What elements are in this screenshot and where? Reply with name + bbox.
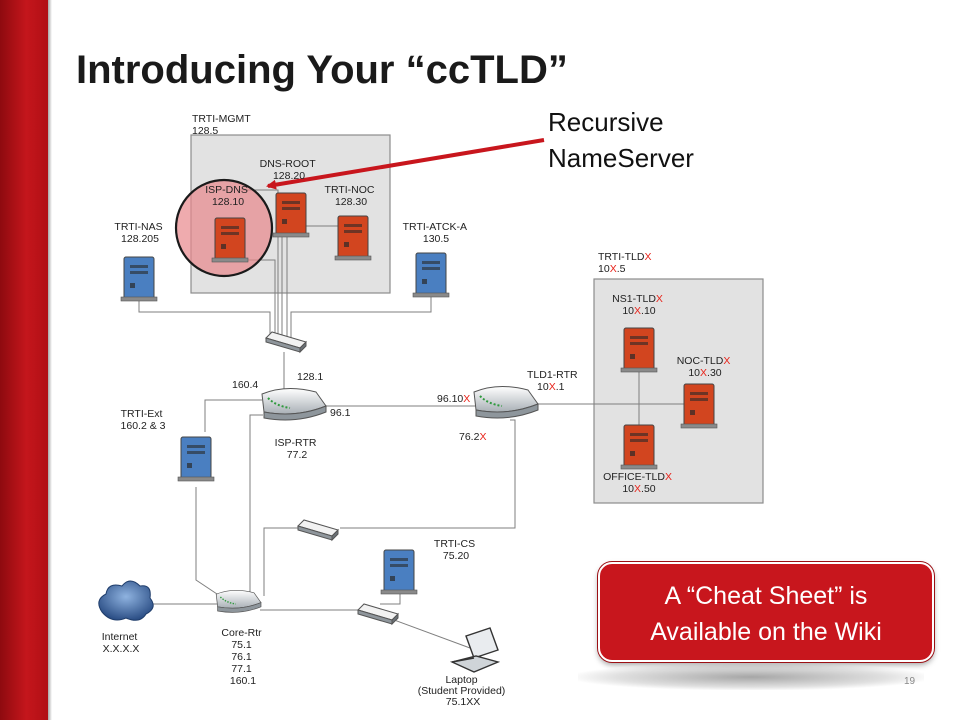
noc-tld-label: NOC-TLDX 10X.30 bbox=[677, 355, 734, 379]
tld1-rtr-label: TLD1-RTR 10X.1 bbox=[527, 369, 580, 393]
slide-title: Introducing Your “ccTLD” bbox=[76, 48, 568, 92]
tld1-rtr-if-76: 76.2X bbox=[459, 431, 486, 443]
trti-atck-server-icon bbox=[412, 252, 450, 298]
trti-nas-server-icon bbox=[120, 256, 158, 302]
tld1-rtr-if-96: 96.10X bbox=[437, 393, 470, 405]
mgmt-zone-label: TRTI-MGMT 128.5 bbox=[192, 113, 253, 137]
mgmt-switch-icon bbox=[265, 331, 307, 353]
laptop-label: Laptop (Student Provided) 75.1XX bbox=[418, 674, 508, 708]
network-links bbox=[138, 189, 692, 649]
lan-switch-icon bbox=[297, 519, 339, 541]
isp-rtr-if-96: 96.1 bbox=[330, 407, 351, 419]
internet-cloud-icon bbox=[98, 580, 154, 621]
cheat-sheet-banner: A “Cheat Sheet” is Available on the Wiki bbox=[598, 562, 934, 662]
core-rtr-router-icon bbox=[215, 589, 262, 614]
laptop-icon bbox=[449, 627, 501, 673]
trti-atck-label: TRTI-ATCK-A 130.5 bbox=[403, 221, 470, 245]
isp-rtr-if-160: 160.4 bbox=[232, 379, 258, 391]
office-tld-server-icon bbox=[620, 424, 658, 470]
isp-rtr-label: ISP-RTR 77.2 bbox=[275, 437, 320, 461]
callout-line-1: Recursive bbox=[548, 107, 664, 137]
trti-noc-label: TRTI-NOC 128.30 bbox=[325, 184, 378, 208]
cheat-sheet-shadow bbox=[578, 664, 924, 690]
callout-line-2: NameServer bbox=[548, 143, 694, 173]
dns-root-label: DNS-ROOT 128.20 bbox=[260, 158, 319, 182]
slide-number: 19 bbox=[904, 676, 916, 687]
tld-zone bbox=[593, 278, 764, 504]
left-bar-shadow bbox=[48, 0, 52, 720]
trti-nas-label: TRTI-NAS 128.205 bbox=[114, 221, 165, 245]
internet-label: Internet X.X.X.X bbox=[102, 631, 141, 655]
cheat-sheet-line-2: Available on the Wiki bbox=[650, 618, 882, 646]
isp-rtr-if-128: 128.1 bbox=[297, 371, 323, 383]
cs-switch-icon bbox=[357, 603, 399, 625]
core-rtr-label: Core-Rtr 75.1 76.1 77.1 160.1 bbox=[221, 627, 264, 687]
recursive-nameserver-callout: Recursive NameServer bbox=[548, 104, 694, 176]
tld-zone-label: TRTI-TLDX 10X.5 bbox=[598, 251, 654, 275]
trti-ext-label: TRTI-Ext 160.2 & 3 bbox=[121, 408, 166, 432]
trti-cs-label: TRTI-CS 75.20 bbox=[434, 538, 478, 562]
office-tld-label: OFFICE-TLDX 10X.50 bbox=[603, 471, 675, 495]
ns1-tld-label: NS1-TLDX 10X.10 bbox=[612, 293, 666, 317]
noc-tld-server-icon bbox=[680, 383, 718, 429]
trti-noc-server-icon bbox=[334, 215, 372, 261]
tld1-rtr-router-icon bbox=[473, 385, 539, 419]
trti-cs-server-icon bbox=[380, 549, 418, 595]
isp-dns-label: ISP-DNS 128.10 bbox=[205, 184, 251, 208]
callout-arrow bbox=[266, 138, 545, 190]
ns1-tld-server-icon bbox=[620, 327, 658, 373]
isp-dns-server-icon bbox=[211, 217, 249, 263]
left-accent-bar bbox=[0, 0, 48, 720]
dns-root-server-icon bbox=[272, 192, 310, 238]
trti-ext-server-icon bbox=[177, 436, 215, 482]
isp-rtr-router-icon bbox=[261, 387, 327, 421]
cheat-sheet-line-1: A “Cheat Sheet” is bbox=[664, 582, 868, 610]
